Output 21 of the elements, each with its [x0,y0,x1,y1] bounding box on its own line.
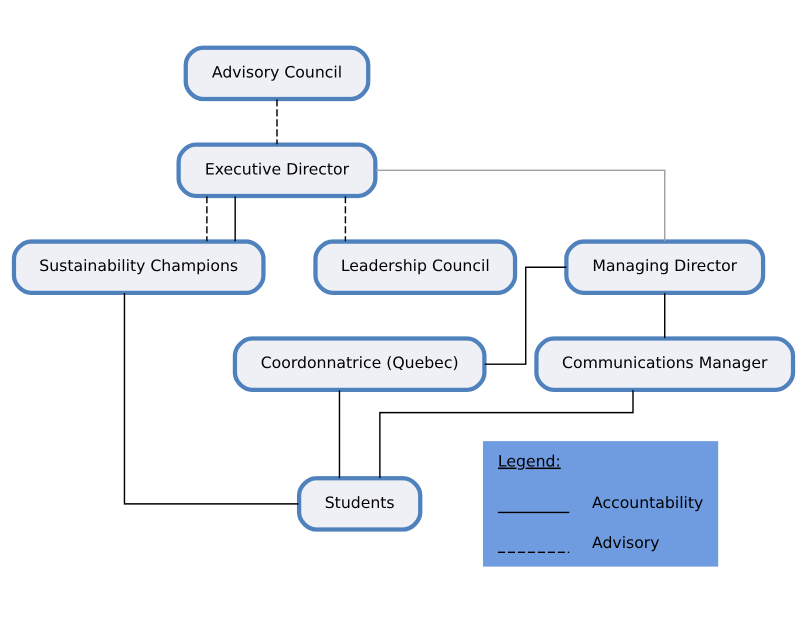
connector [664,293,666,338]
legend-label: Advisory [592,532,660,552]
node-box: Advisory Council [184,46,370,102]
connector [234,196,236,242]
node-box: Managing Director [564,239,766,296]
node-box: Executive Director [176,142,378,198]
node-box: Students [296,476,422,532]
node-box: Sustainability Champions [12,239,266,296]
connector [344,196,346,242]
connector [376,170,666,242]
label: Legend: [498,452,561,471]
node-box: Leadership Council [313,239,518,296]
node-box: Communications Manager [534,336,796,392]
connector [206,196,208,242]
connector [338,390,340,478]
connector [484,266,566,365]
connector [276,99,278,144]
connector [124,293,298,505]
legend-label: Accountability [592,492,704,512]
node-box: Coordonnatrice (Quebec) [232,336,487,392]
connector [379,390,634,478]
